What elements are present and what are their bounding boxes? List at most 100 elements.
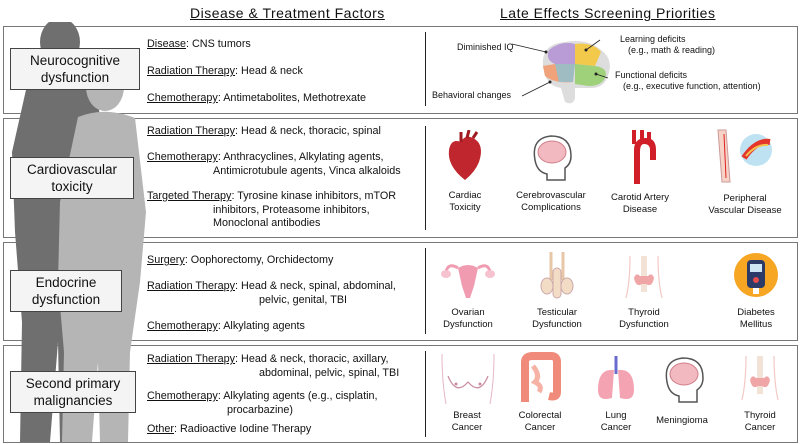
label-line: dysfunction: [40, 70, 110, 85]
head-brain-icon: [533, 135, 572, 181]
caption-breast: Breast Cancer: [422, 410, 512, 433]
factor-value: : Oophorectomy, Orchidectomy: [184, 254, 334, 266]
row-second-malignancies: [3, 345, 798, 443]
caption-thyroid-cancer: Thyroid Cancer: [715, 410, 800, 433]
factor-key: Disease: [147, 38, 187, 50]
caption-line: Complications: [521, 201, 581, 213]
header-screening-priorities: Late Effects Screening Priorities: [500, 5, 716, 21]
factor-chemotherapy: Chemotherapy: Alkylating agents: [147, 320, 305, 334]
aorta-icon: [632, 130, 656, 184]
glucose-meter-icon: [734, 253, 778, 297]
caption-line: Cancer: [744, 421, 776, 433]
caption-line: Vascular Disease: [708, 204, 782, 216]
factor-radiation: Radiation Therapy: Head & neck, thoracic…: [147, 353, 399, 380]
breast-icon: [441, 353, 495, 405]
caption-carotid: Carotid Artery Disease: [595, 192, 685, 215]
factor-value: : Antimetabolites, Methotrexate: [217, 92, 367, 104]
caption-line: Disease: [622, 203, 658, 215]
brain-label-line: Learning deficits: [620, 34, 686, 44]
factor-targeted: Targeted Therapy: Tyrosine kinase inhibi…: [147, 190, 396, 231]
factor-disease: Disease: CNS tumors: [147, 38, 251, 52]
label-line: malignancies: [33, 393, 113, 408]
uterus-icon: [441, 264, 495, 298]
label-endocrine: Endocrine dysfunction: [10, 270, 122, 312]
heart-icon: [448, 130, 481, 180]
head-brain-icon: [665, 357, 704, 403]
label-line: Neurocognitive: [29, 53, 121, 68]
factor-value: : CNS tumors: [186, 38, 251, 50]
factor-key: Chemotherapy: [147, 320, 218, 332]
factor-chemotherapy: Chemotherapy: Antimetabolites, Methotrex…: [147, 92, 366, 106]
label-neurocognitive: Neurocognitive dysfunction: [10, 48, 140, 90]
caption-line: Diabetes: [737, 307, 775, 318]
factor-key: Other: [147, 423, 175, 435]
factor-value: : Alkylating agents (e.g., cisplatin,: [217, 390, 378, 402]
label-second-malignancies: Second primary malignancies: [10, 371, 136, 413]
factor-value: : Alkylating agents: [217, 320, 305, 332]
colon-icon: [521, 352, 561, 402]
caption-lung: Lung Cancer: [571, 410, 661, 433]
caption-diabetes: Diabetes Mellitus: [711, 307, 800, 330]
caption-line: Dysfunction: [532, 318, 582, 330]
factor-key: Targeted Therapy: [147, 190, 232, 202]
connector-lines: [511, 39, 609, 97]
factor-value: : Head & neck, thoracic, spinal: [235, 125, 381, 137]
thyroid-icon: [741, 355, 779, 401]
caption-testicular: Testicular Dysfunction: [512, 307, 602, 330]
factor-key: Chemotherapy: [147, 151, 218, 163]
caption-line: Cerebrovascular: [516, 190, 586, 201]
factor-key: Radiation Therapy: [147, 125, 236, 137]
caption-line: Thyroid: [744, 410, 776, 421]
caption-line: Cancer: [451, 421, 483, 433]
caption-line: Ovarian: [451, 307, 485, 318]
factor-value-cont: inhibitors, Proteasome inhibitors,: [213, 203, 370, 216]
caption-line: Cancer: [524, 421, 556, 433]
factor-key: Radiation Therapy: [147, 353, 236, 365]
label-line: Second primary: [25, 376, 121, 391]
label-line: dysfunction: [31, 292, 101, 307]
factor-chemotherapy: Chemotherapy: Alkylating agents (e.g., c…: [147, 390, 377, 417]
factor-surgery: Surgery: Oophorectomy, Orchidectomy: [147, 254, 333, 268]
brain-label-iq: Diminished IQ: [457, 42, 514, 52]
brain-label-line: (e.g., math & reading): [628, 45, 716, 55]
caption-line: Thyroid: [628, 307, 660, 318]
caption-line: Carotid Artery: [610, 192, 670, 203]
factor-key: Chemotherapy: [147, 390, 218, 402]
caption-line: Toxicity: [449, 201, 481, 213]
row-neurocognitive: [3, 26, 798, 114]
thyroid-icon: [625, 255, 663, 299]
factor-key: Surgery: [147, 254, 185, 266]
caption-meningioma: Meningioma: [637, 415, 727, 427]
caption-cardiac: Cardiac Toxicity: [420, 190, 510, 213]
brain-label-line: (e.g., executive function, attention): [623, 81, 761, 91]
factor-value-cont: pelvic, genital, TBI: [259, 293, 348, 306]
caption-line: Mellitus: [739, 318, 773, 330]
caption-line: Testicular: [536, 307, 578, 318]
factor-value: : Head & neck, spinal, abdominal,: [235, 280, 396, 292]
header-disease-treatment: Disease & Treatment Factors: [190, 5, 385, 21]
brain-label-behavioral: Behavioral changes: [432, 90, 512, 100]
caption-line: Dysfunction: [619, 318, 669, 330]
factor-value-cont: Antimicrotubule agents, Vinca alkaloids: [213, 164, 401, 177]
caption-colorectal: Colorectal Cancer: [495, 410, 585, 433]
caption-line: Breast: [453, 410, 481, 421]
factor-value: : Head & neck: [235, 65, 303, 77]
label-line: Cardiovascular: [26, 162, 118, 177]
factor-key: Radiation Therapy: [147, 280, 236, 292]
factor-value-cont: procarbazine): [227, 403, 294, 416]
caption-line: Peripheral: [723, 193, 767, 204]
divider: [425, 351, 427, 437]
factor-radiation: Radiation Therapy: Head & neck, spinal, …: [147, 280, 396, 307]
caption-line: Lung: [605, 410, 627, 421]
caption-line: Cancer: [600, 421, 632, 433]
caption-line: Colorectal: [518, 410, 562, 421]
factor-chemotherapy: Chemotherapy: Anthracyclines, Alkylating…: [147, 151, 401, 178]
caption-cerebrovascular: Cerebrovascular Complications: [506, 190, 596, 213]
factor-radiation: Radiation Therapy: Head & neck, thoracic…: [147, 125, 381, 139]
leg-vessel-icon: [717, 129, 772, 183]
lungs-icon: [598, 356, 634, 399]
testes-icon: [540, 252, 574, 299]
caption-ovarian: Ovarian Dysfunction: [423, 307, 513, 330]
caption-peripheral: Peripheral Vascular Disease: [700, 193, 790, 216]
factor-radiation: Radiation Therapy: Head & neck: [147, 65, 303, 79]
